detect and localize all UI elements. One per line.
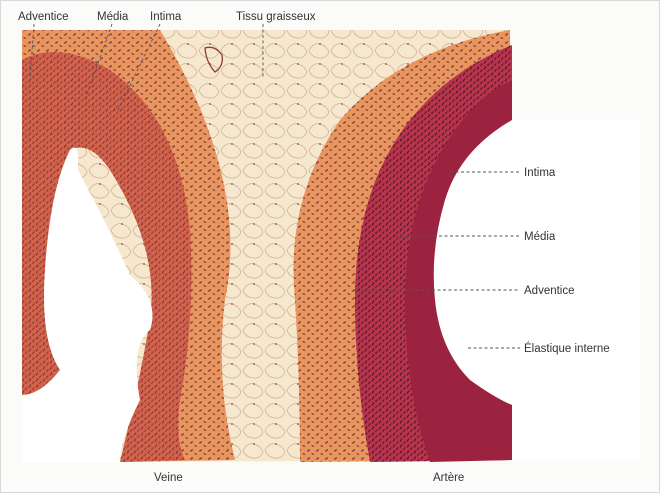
label-veine: Veine [154, 472, 183, 484]
label-media-left: Média [97, 11, 129, 23]
label-adventice-left: Adventice [18, 11, 69, 23]
label-intima-left: Intima [150, 11, 182, 23]
label-tissu-graisseux: Tissu graisseux [236, 11, 316, 23]
label-media-right: Média [524, 231, 556, 243]
label-intima-right: Intima [524, 167, 556, 179]
label-artere: Artère [433, 472, 464, 484]
label-adventice-right: Adventice [524, 285, 575, 297]
label-elastique-interne: Élastique interne [524, 342, 610, 355]
